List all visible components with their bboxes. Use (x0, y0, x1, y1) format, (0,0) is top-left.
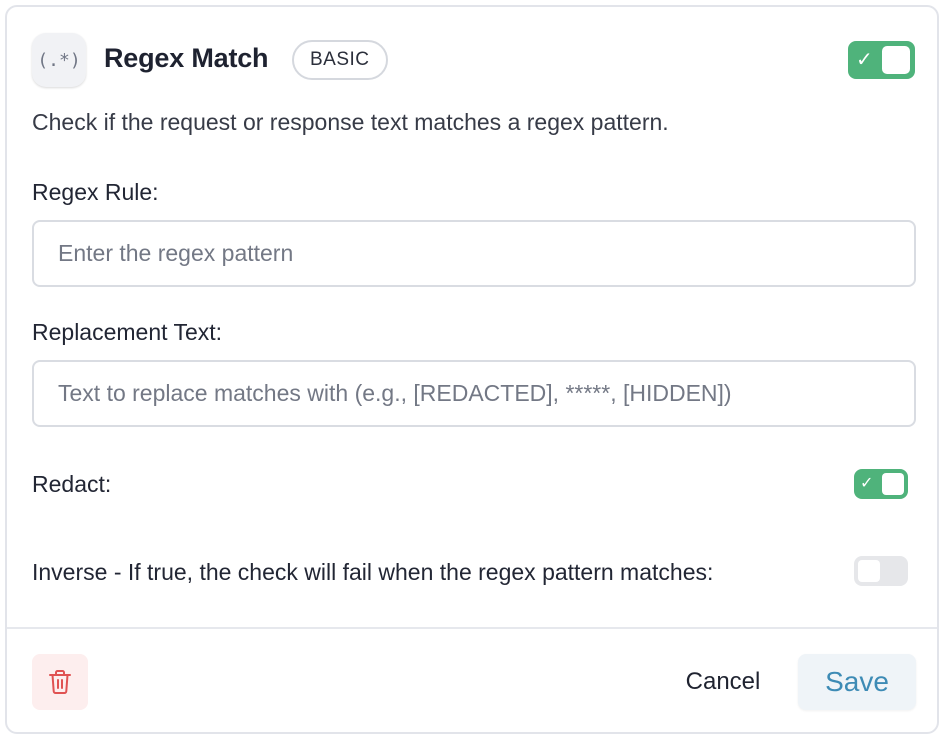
regex-rule-label: Regex Rule: (32, 179, 159, 205)
check-icon: ✓ (860, 475, 874, 492)
redact-toggle[interactable]: ✓ (854, 469, 908, 499)
card-title: Regex Match (104, 43, 269, 73)
trash-icon (49, 670, 71, 694)
toggle-knob (858, 560, 880, 582)
toggle-knob (882, 46, 910, 74)
guardrail-card: (.*) Regex Match BASIC ✓ Check if the re… (5, 5, 939, 734)
card-description: Check if the request or response text ma… (32, 109, 669, 135)
inverse-label: Inverse - If true, the check will fail w… (32, 559, 714, 585)
replacement-text-input[interactable] (32, 360, 916, 427)
redact-label: Redact: (32, 471, 112, 497)
regex-rule-input[interactable] (32, 220, 916, 287)
tier-badge: BASIC (292, 40, 388, 80)
inverse-toggle[interactable] (854, 556, 908, 586)
cancel-button[interactable]: Cancel (667, 655, 779, 709)
card-header: (.*) Regex Match BASIC ✓ (7, 7, 937, 107)
footer-divider (7, 627, 937, 629)
regex-icon-text: (.*) (37, 49, 81, 71)
check-icon: ✓ (856, 49, 873, 71)
save-button[interactable]: Save (798, 654, 916, 710)
replacement-text-label: Replacement Text: (32, 319, 223, 345)
regex-icon: (.*) (32, 33, 86, 87)
toggle-knob (882, 473, 904, 495)
delete-button[interactable] (32, 654, 88, 710)
enable-toggle[interactable]: ✓ (848, 41, 915, 79)
